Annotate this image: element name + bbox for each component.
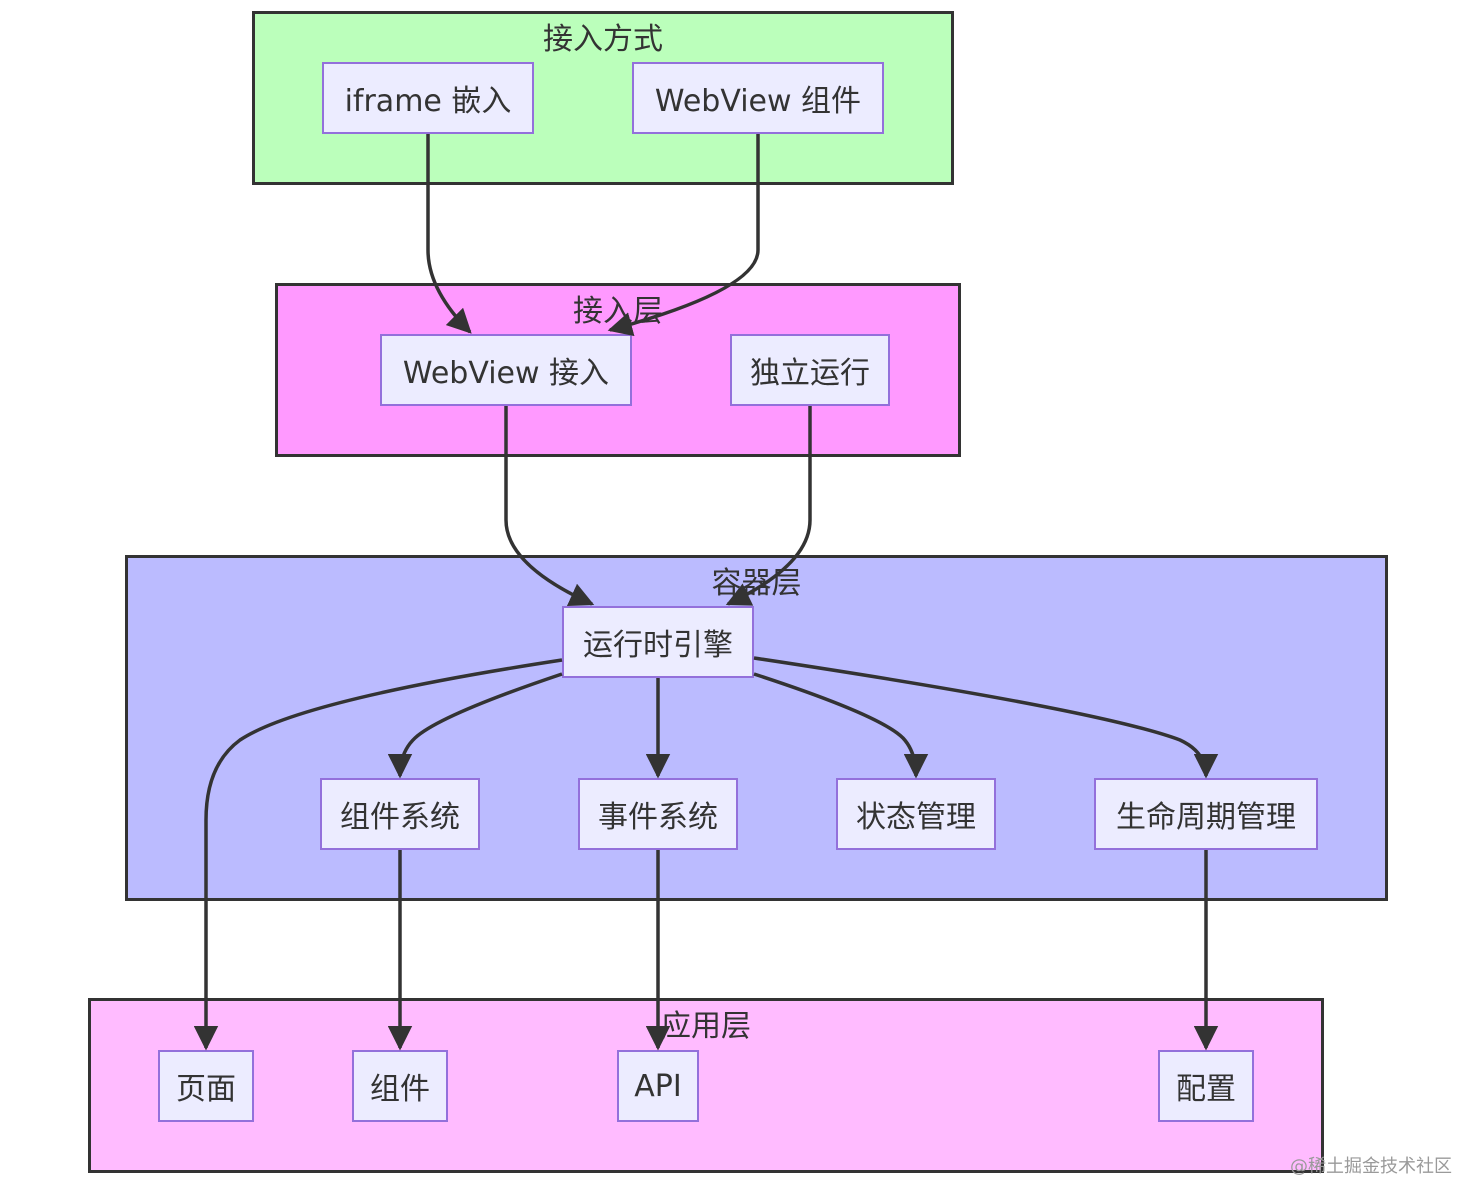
node-webview-component: WebView 组件 xyxy=(632,62,884,134)
node-api: API xyxy=(617,1050,699,1122)
watermark: @稀土掘金技术社区 xyxy=(1290,1156,1452,1177)
node-event-system: 事件系统 xyxy=(578,778,738,850)
group-label: 接入层 xyxy=(573,294,663,329)
node-state-management: 状态管理 xyxy=(836,778,996,850)
node-component: 组件 xyxy=(352,1050,448,1122)
node-page: 页面 xyxy=(158,1050,254,1122)
group-label: 容器层 xyxy=(711,566,802,601)
group-label: 应用层 xyxy=(661,1009,751,1044)
node-standalone-run: 独立运行 xyxy=(730,334,890,406)
node-lifecycle-management: 生命周期管理 xyxy=(1094,778,1318,850)
node-iframe-embed: iframe 嵌入 xyxy=(322,62,534,134)
node-config: 配置 xyxy=(1158,1050,1254,1122)
node-webview-access: WebView 接入 xyxy=(380,334,632,406)
group-label: 接入方式 xyxy=(543,22,663,57)
node-component-system: 组件系统 xyxy=(320,778,480,850)
group-app-layer: 应用层 xyxy=(88,998,1324,1173)
node-runtime-engine: 运行时引擎 xyxy=(562,606,754,678)
